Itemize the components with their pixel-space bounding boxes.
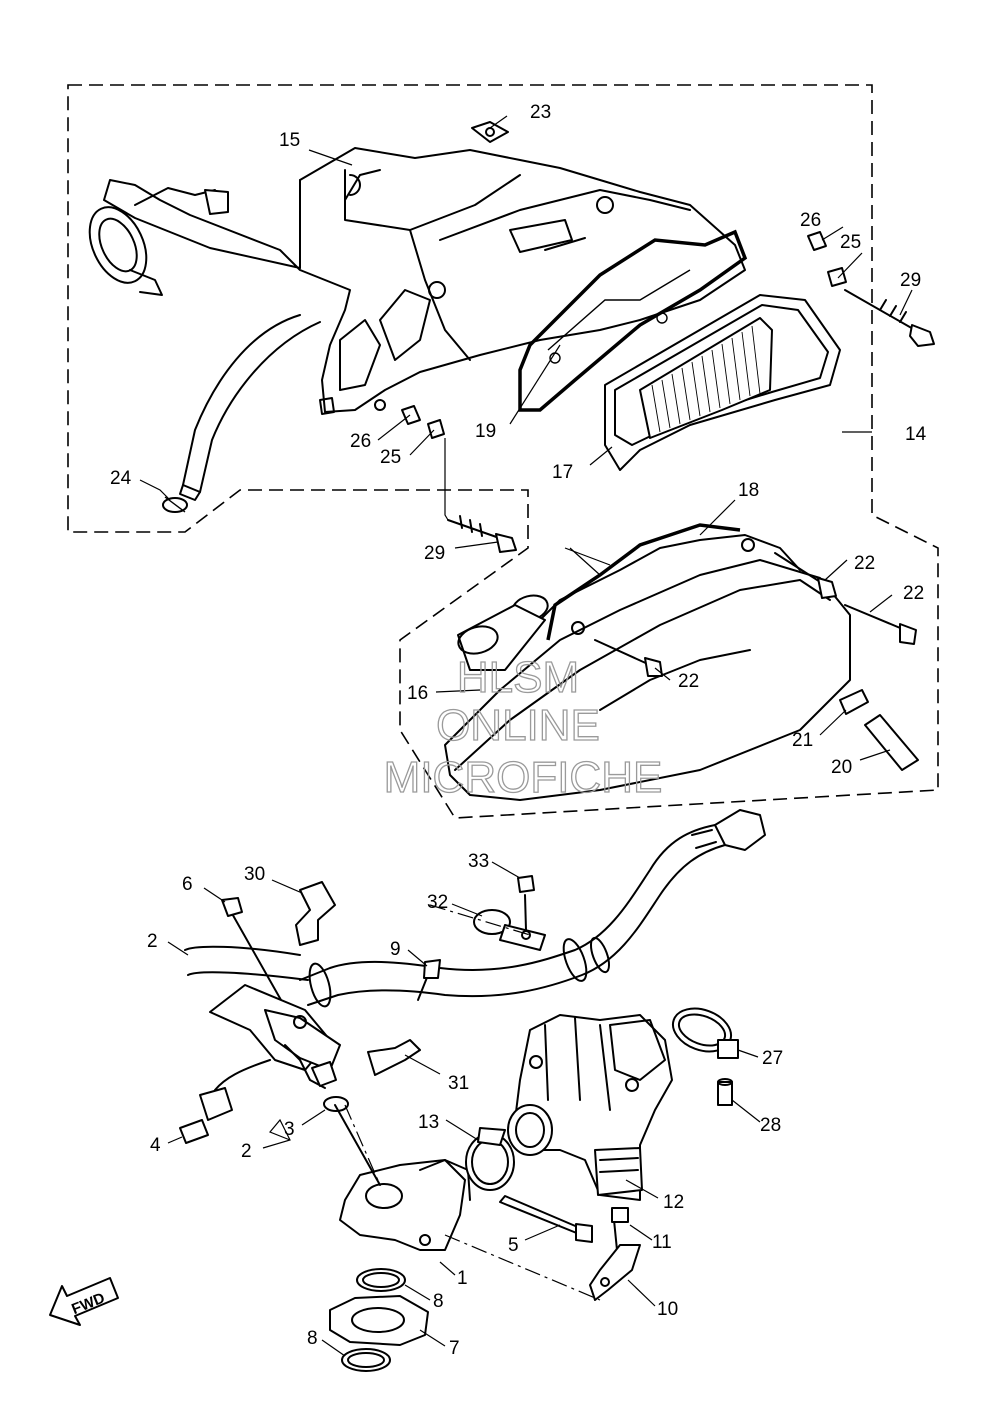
o-ring-8-upper [356,1268,406,1292]
callout-2-lower: 2 [241,1141,252,1162]
callout-11: 11 [652,1232,672,1253]
callout-13: 13 [418,1112,439,1133]
callout-22-c: 22 [678,671,699,692]
callout-12: 12 [663,1192,684,1213]
filter-pleats [651,325,761,433]
callout-3: 3 [284,1119,295,1140]
callout-16: 16 [407,683,428,704]
hose-clamp-13 [465,1127,515,1191]
air-filter-element [604,294,841,471]
watermark-line3: MICROFICHE [384,753,663,802]
bracket-10 [589,1244,641,1301]
callout-6: 6 [182,874,193,895]
callout-7: 7 [449,1338,460,1359]
air-cleaner-cover [444,523,919,801]
leader-lines [139,115,913,1357]
air-filter-group-boundary [67,84,939,819]
callout-22-b: 22 [903,583,924,604]
callout-25-lower: 25 [380,447,401,468]
watermark-line1: HLSM [457,653,579,702]
callout-24: 24 [110,468,132,489]
upper-fasteners [162,231,935,553]
callout-19: 19 [475,421,496,442]
callout-23: 23 [530,102,551,123]
forward-direction-badge: FWD [49,1277,119,1326]
throttle-body [507,1014,673,1201]
callout-labels: 23 15 26 25 29 14 24 26 25 19 17 18 29 2… [110,102,927,1359]
callout-4: 4 [150,1135,161,1156]
cable-tie-5 [499,1195,585,1237]
pin-4 [179,1119,209,1144]
callout-18: 18 [738,480,759,501]
callout-17: 17 [552,462,573,483]
o-ring-8-lower [341,1348,391,1372]
callout-15: 15 [279,130,300,151]
callout-2-upper: 2 [147,931,158,952]
callout-26-lower: 26 [350,431,371,452]
callout-8-upper: 8 [433,1291,444,1312]
callout-33: 33 [468,851,489,872]
callout-20: 20 [831,757,852,778]
callout-29-lower: 29 [424,543,445,564]
callout-5: 5 [508,1235,519,1256]
callout-22-a: 22 [854,553,875,574]
air-cleaner-seal [518,229,748,412]
callout-29-upper: 29 [900,270,921,291]
callout-8-lower: 8 [307,1328,318,1349]
insulator-7 [329,1295,429,1346]
cap-28 [717,1081,733,1106]
callout-1: 1 [457,1268,468,1289]
hose-clamp-32 [473,875,546,951]
arrow-forward-icon [49,1277,119,1326]
callout-31: 31 [448,1073,469,1094]
intake-joint [334,1104,471,1251]
hose-clamp-bracket [295,881,336,946]
callout-21: 21 [792,730,813,751]
callout-27: 27 [762,1048,783,1069]
callout-26-upper: 26 [800,210,821,231]
watermark-line2: ONLINE [436,701,600,750]
callout-28: 28 [760,1115,781,1136]
callout-14: 14 [905,424,927,445]
callout-9: 9 [390,939,401,960]
bracket-31 [367,1039,421,1076]
intake-sensor-assembly [199,984,349,1121]
breather-hose [184,809,766,1008]
callout-25-upper: 25 [840,232,861,253]
callout-30: 30 [244,864,265,885]
callout-32: 32 [427,892,448,913]
callout-10: 10 [657,1299,678,1320]
hose-clamp-27 [671,1007,739,1059]
air-cleaner-case [88,121,746,501]
